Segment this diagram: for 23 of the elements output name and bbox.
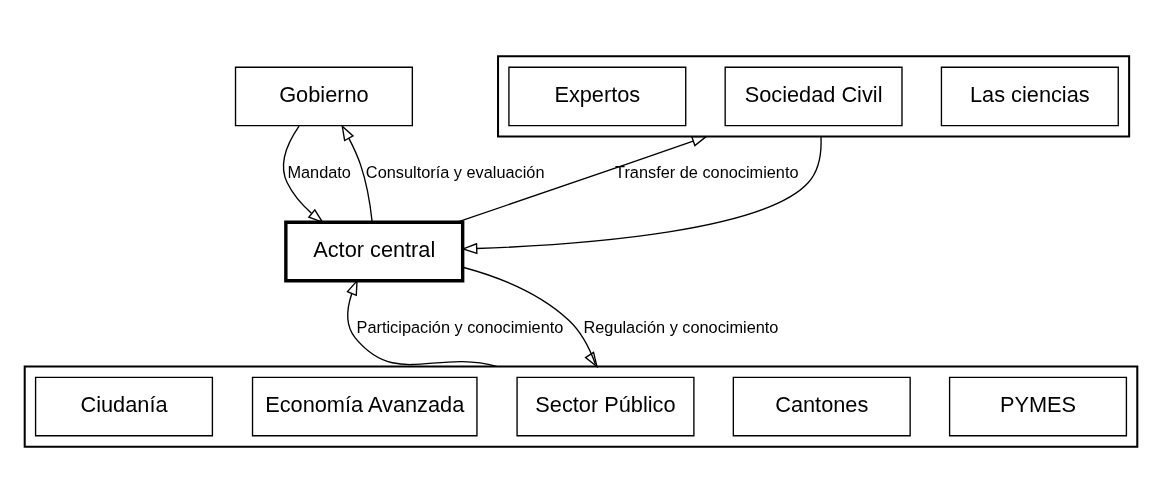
node-box: Cantones xyxy=(732,376,911,437)
node-box: Sociedad Civil xyxy=(724,66,903,127)
edge-label: Consultoría y evaluación xyxy=(365,163,545,182)
node-box: PYMES xyxy=(948,376,1128,437)
node-box: Sector Público xyxy=(516,376,695,437)
cluster xyxy=(497,55,1131,138)
edge-label: Mandato xyxy=(287,163,351,182)
node-box: Actor central xyxy=(284,220,465,283)
cluster xyxy=(23,365,1139,448)
node-box: Economía Avanzada xyxy=(251,376,478,437)
node-box: Las ciencias xyxy=(940,66,1119,127)
node-box: Ciudanía xyxy=(34,376,214,437)
node-box: Gobierno xyxy=(234,66,413,127)
arrow xyxy=(461,135,822,255)
edge-label: Regulación y conocimiento xyxy=(583,318,779,337)
arrow xyxy=(346,279,498,368)
edge-label: Participación y conocimiento xyxy=(356,318,564,337)
arrow xyxy=(341,124,373,223)
edge-label: Transfer de conocimiento xyxy=(615,163,799,182)
node-box: Expertos xyxy=(508,66,687,127)
arrow xyxy=(456,135,709,223)
arrow xyxy=(282,125,324,224)
arrow xyxy=(462,266,599,369)
